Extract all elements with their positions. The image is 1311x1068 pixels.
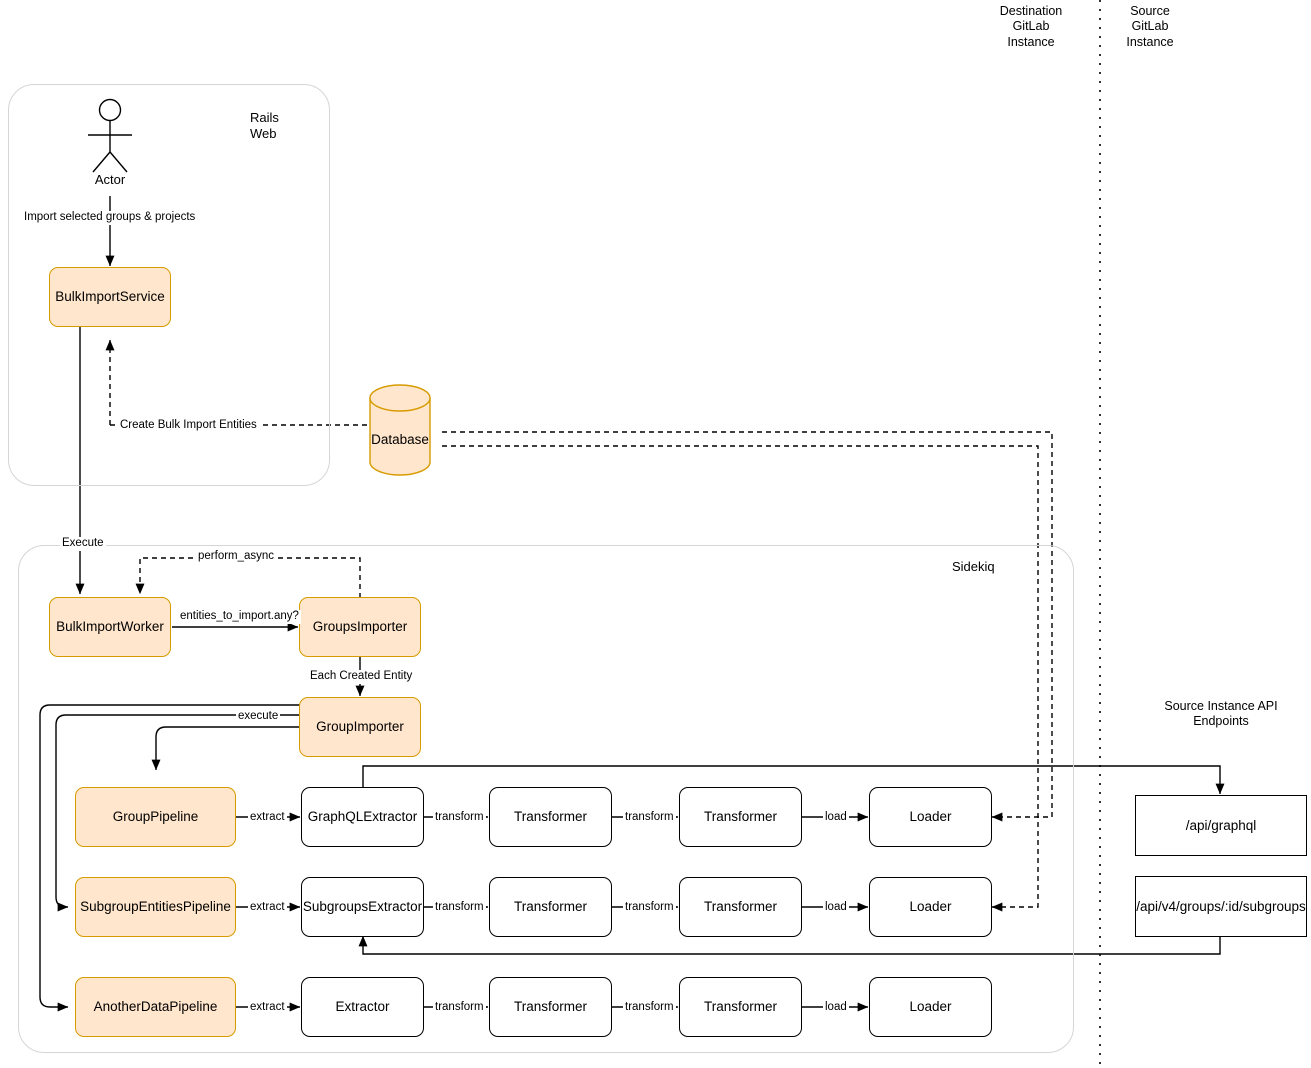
node-loader-row2[interactable]: Loader xyxy=(869,877,992,937)
edge-label-transform-row3-b: transform xyxy=(623,1001,676,1015)
rails-web-container xyxy=(8,84,330,486)
node-group-pipeline[interactable]: GroupPipeline xyxy=(75,787,236,847)
node-bulk-import-service[interactable]: BulkImportService xyxy=(49,267,171,327)
rails-web-label: Rails Web xyxy=(250,110,279,141)
node-transformer-row1-b[interactable]: Transformer xyxy=(679,787,802,847)
edge-label-each-created-entity: Each Created Entity xyxy=(308,670,415,684)
node-transformer-row1-a[interactable]: Transformer xyxy=(489,787,612,847)
edge-label-transform-row2-b: transform xyxy=(623,901,676,915)
api-endpoint-graphql[interactable]: /api/graphql xyxy=(1135,795,1307,856)
edge-label-perform-async: perform_async xyxy=(196,550,277,564)
source-instance-label: Source GitLab Instance xyxy=(1126,4,1174,49)
node-transformer-row2-b[interactable]: Transformer xyxy=(679,877,802,937)
node-group-importer[interactable]: GroupImporter xyxy=(299,697,421,757)
node-database-label: Database xyxy=(371,432,429,447)
edge-label-load-row1: load xyxy=(823,811,849,825)
edge-label-execute-worker: Execute xyxy=(60,537,106,551)
edge-label-execute-pipeline: execute xyxy=(236,710,281,724)
node-transformer-row3-b[interactable]: Transformer xyxy=(679,977,802,1037)
node-subgroup-entities-pipeline[interactable]: SubgroupEntitiesPipeline xyxy=(75,877,236,937)
api-endpoint-subgroups[interactable]: /api/v4/groups/:id/subgroups xyxy=(1135,876,1307,937)
edge-label-extract-row2: extract xyxy=(248,901,287,915)
node-transformer-row3-a[interactable]: Transformer xyxy=(489,977,612,1037)
node-another-data-pipeline[interactable]: AnotherDataPipeline xyxy=(75,977,236,1037)
edge-label-transform-row1-b: transform xyxy=(623,811,676,825)
node-extractor-row3[interactable]: Extractor xyxy=(301,977,424,1037)
edge-label-extract-row3: extract xyxy=(248,1001,287,1015)
node-transformer-row2-a[interactable]: Transformer xyxy=(489,877,612,937)
node-graphql-extractor[interactable]: GraphQLExtractor xyxy=(301,787,424,847)
edge-label-import-selected: Import selected groups & projects xyxy=(22,211,198,225)
edge-label-extract-row1: extract xyxy=(248,811,287,825)
node-groups-importer[interactable]: GroupsImporter xyxy=(299,597,421,657)
edge-label-load-row3: load xyxy=(823,1001,849,1015)
node-loader-row1[interactable]: Loader xyxy=(869,787,992,847)
edge-label-transform-row3-a: transform xyxy=(433,1001,486,1015)
node-subgroups-extractor[interactable]: SubgroupsExtractor xyxy=(301,877,424,937)
edge-label-entities-to-import: entities_to_import.any? xyxy=(178,610,301,624)
api-endpoints-title: Source Instance API Endpoints xyxy=(1164,699,1278,728)
edge-label-load-row2: load xyxy=(823,901,849,915)
edge-label-transform-row1-a: transform xyxy=(433,811,486,825)
actor-label: Actor xyxy=(94,172,126,187)
node-bulk-import-worker[interactable]: BulkImportWorker xyxy=(49,597,171,657)
sidekiq-label: Sidekiq xyxy=(952,559,995,574)
node-loader-row3[interactable]: Loader xyxy=(869,977,992,1037)
edge-label-transform-row2-a: transform xyxy=(433,901,486,915)
edge-label-create-bulk-import-entities: Create Bulk Import Entities xyxy=(118,419,259,433)
destination-instance-label: Destination GitLab Instance xyxy=(999,4,1063,49)
database-cylinder xyxy=(369,384,431,476)
